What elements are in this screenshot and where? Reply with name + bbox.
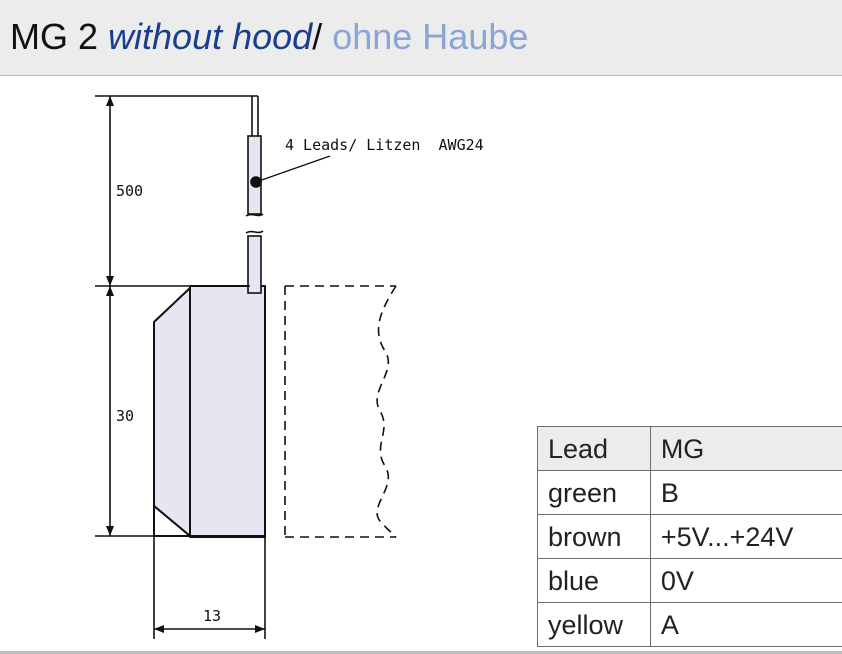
table-cell-lead: green (537, 470, 651, 515)
table-row: blue 0V (537, 558, 842, 603)
lead-note-label: 4 Leads/ Litzen AWG24 (285, 136, 484, 154)
table-header-lead: Lead (537, 426, 651, 471)
page-title: MG 2 without hood/ ohne Haube (10, 14, 528, 60)
table-row: yellow A (537, 602, 842, 647)
technical-drawing: 4 Leads/ Litzen AWG24 500 30 13 (95, 95, 484, 639)
magnetic-ring-outline (284, 285, 397, 538)
table-header-row: Lead MG (537, 426, 842, 471)
bottom-rule (0, 651, 842, 654)
table-cell-lead: blue (537, 558, 651, 603)
dimension-lines (95, 95, 266, 639)
table-cell-lead: yellow (537, 602, 651, 647)
table-cell-signal: +5V...+24V (649, 514, 842, 559)
cable (245, 96, 331, 294)
title-separator: / (312, 16, 323, 57)
table-header-mg: MG (649, 426, 842, 471)
table-row: green B (537, 470, 842, 515)
title-german: ohne Haube (332, 16, 529, 57)
table-cell-signal: 0V (649, 558, 842, 603)
dimension-label-30: 30 (116, 407, 134, 425)
dimension-label-13: 13 (203, 607, 221, 625)
table-cell-signal: B (649, 470, 842, 515)
dimension-label-500: 500 (116, 182, 143, 200)
table-row: brown +5V...+24V (537, 514, 842, 559)
header-bar: MG 2 without hood/ ohne Haube (0, 0, 842, 76)
lead-assignment-table: Lead MG green B brown +5V...+24V blue 0V… (537, 426, 842, 647)
sensor-body (153, 285, 266, 538)
title-model: MG 2 (10, 16, 99, 57)
table-cell-lead: brown (537, 514, 651, 559)
table-cell-signal: A (649, 602, 842, 647)
title-english: without hood (108, 16, 313, 57)
